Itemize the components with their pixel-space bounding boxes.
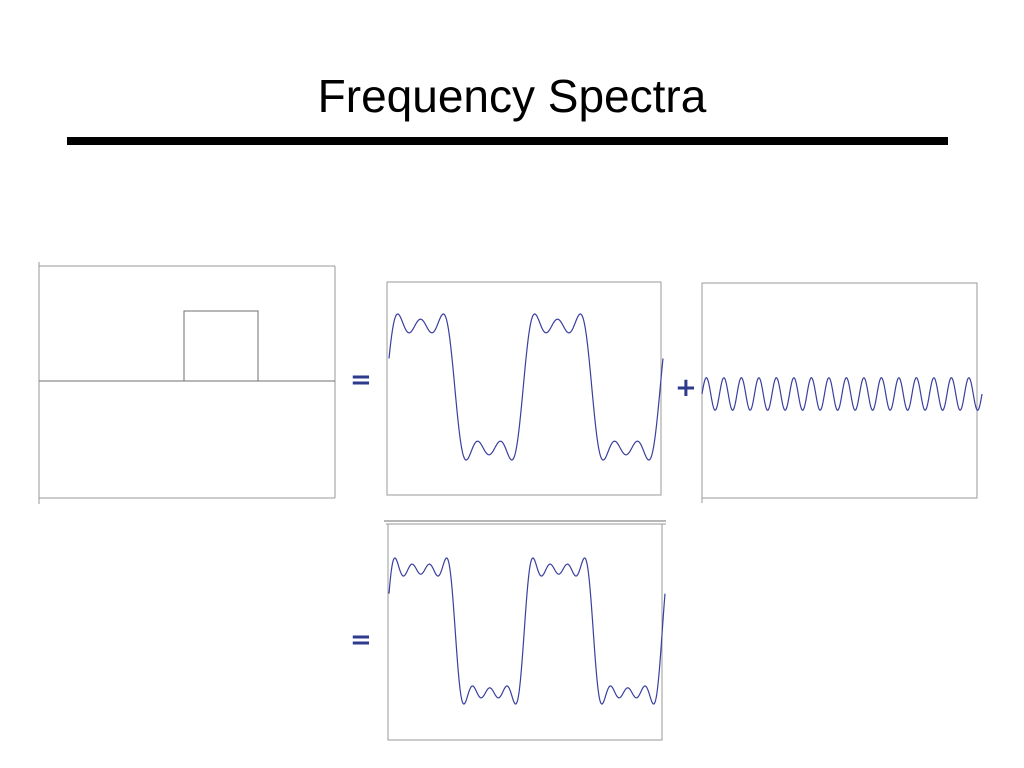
rectangular-pulse <box>183 310 259 381</box>
sum-wave-graph <box>384 520 666 741</box>
harmonic-wave-curve <box>701 377 983 411</box>
sum-wave-curve <box>388 557 666 705</box>
approx-wave-panel <box>384 279 666 499</box>
panel-frame <box>701 282 978 499</box>
approx-wave-graph <box>386 281 664 496</box>
equals-sign: = <box>350 365 372 395</box>
slide-title: Frequency Spectra <box>317 70 707 122</box>
panel-frame <box>386 281 662 496</box>
spectrum-box-graph <box>38 262 336 504</box>
plus-sign: + <box>675 373 697 403</box>
harmonic-wave-panel <box>700 281 990 503</box>
approx-wave-curve <box>388 313 664 461</box>
harmonic-wave-graph <box>701 282 983 503</box>
panel-frame <box>387 523 663 741</box>
sum-wave-panel <box>384 518 668 746</box>
title-rule <box>67 137 948 145</box>
spectrum-box-panel <box>37 262 339 504</box>
equals-sign-bottom: = <box>350 625 372 655</box>
